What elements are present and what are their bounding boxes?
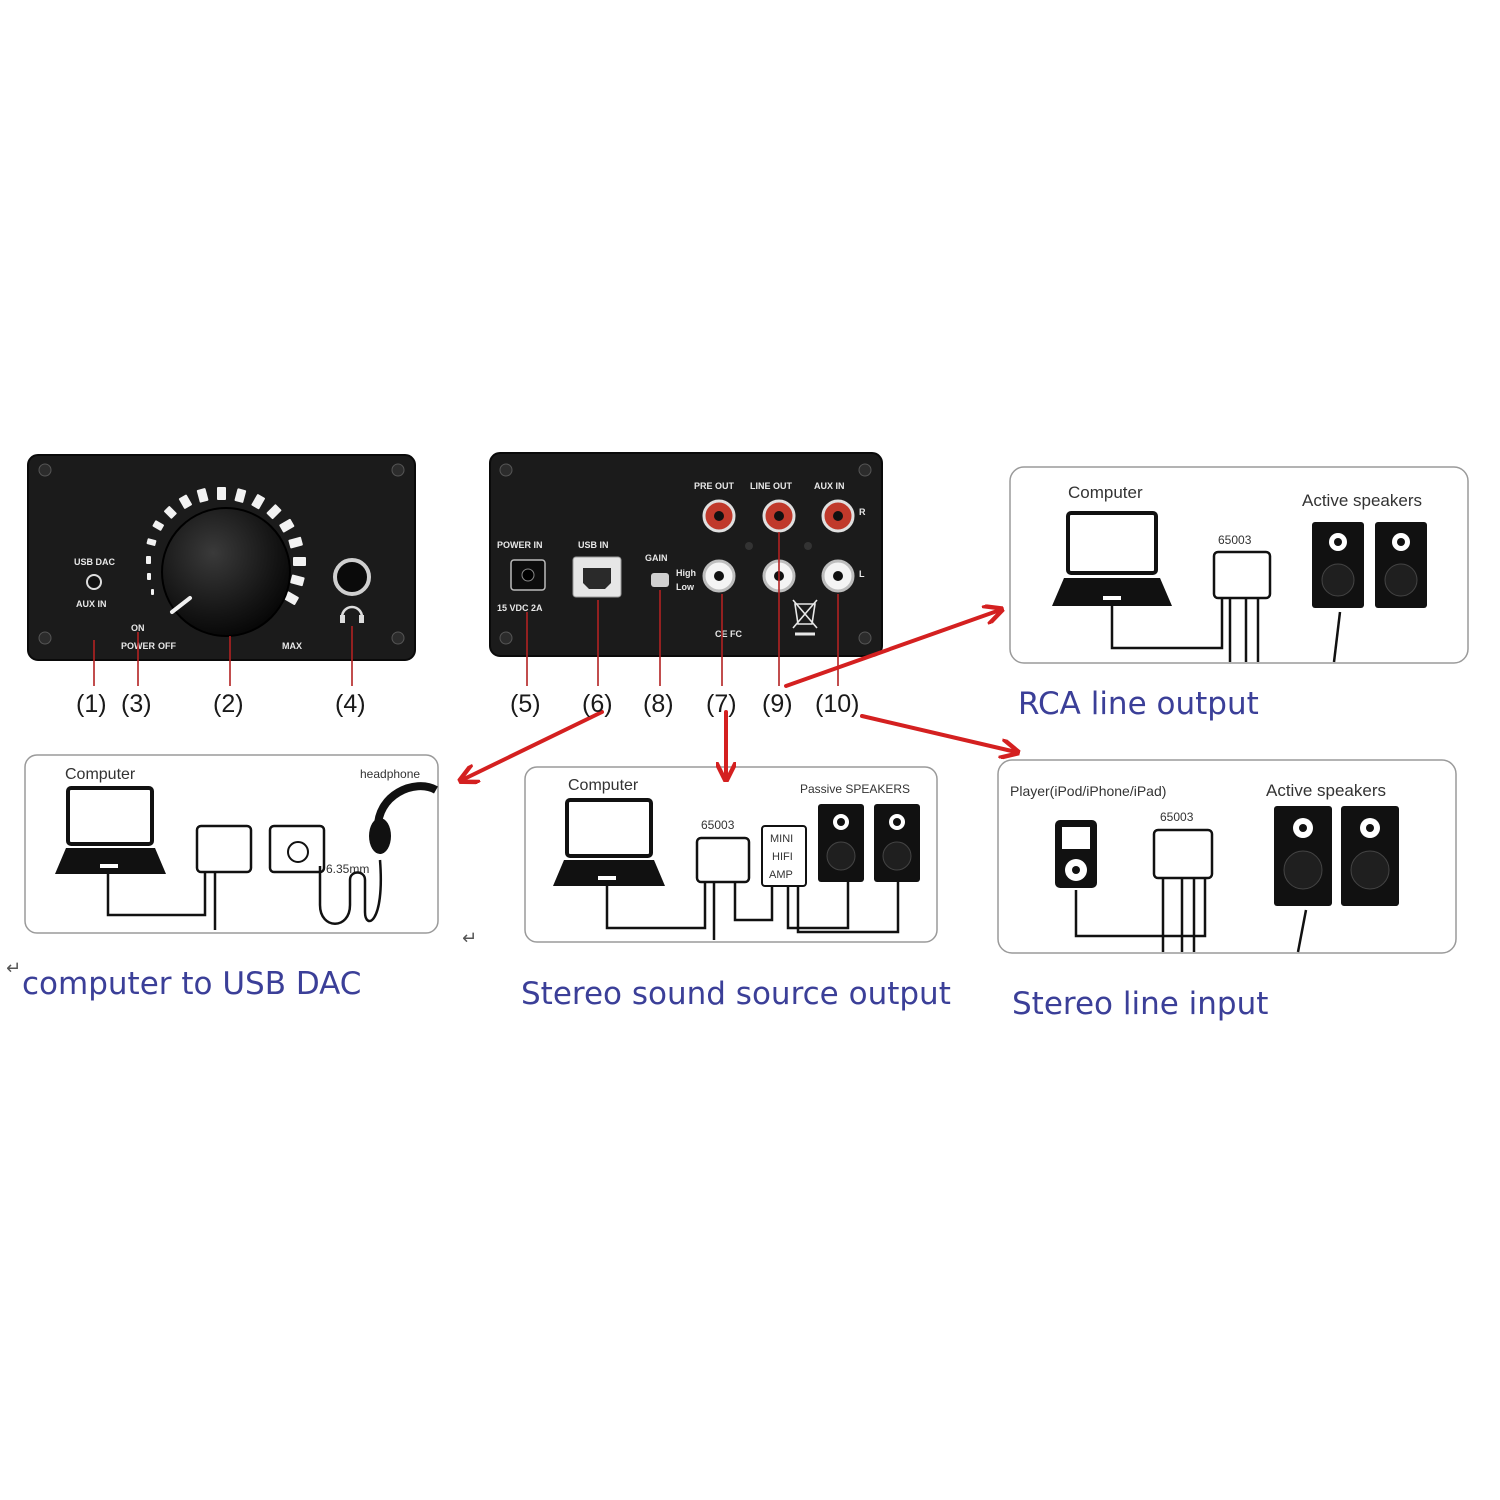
volume-knob (161, 507, 291, 637)
svg-text:MINI: MINI (770, 833, 793, 845)
active-speakers-label: Active speakers (1266, 781, 1386, 800)
callout-2: (2) (213, 690, 244, 718)
right-channel-label: R (859, 507, 866, 517)
rca-jacks-red (702, 499, 855, 533)
left-channel-label: L (859, 569, 865, 579)
power-rating-label: 15 VDC 2A (497, 603, 543, 613)
headphone-icon (369, 782, 438, 854)
speaker-icon (1274, 806, 1332, 906)
callout-1: (1) (76, 690, 107, 718)
usb-in-label: USB IN (578, 540, 609, 550)
stereo-source-cables (605, 882, 900, 940)
max-label: MAX (282, 641, 302, 651)
computer-label: Computer (65, 766, 136, 783)
model-label: 65003 (1160, 810, 1194, 824)
caption-stereo-source: Stereo sound source output (521, 976, 951, 1012)
arrow-to-stereo-line-in (860, 714, 1016, 752)
gain-high-label: High (676, 568, 696, 578)
switch-off-label: OFF (158, 641, 176, 651)
amp-unit-icon (1152, 828, 1214, 880)
front-panel: USB DAC AUX IN ON OFF POWER MAX (27, 454, 416, 661)
callout-4: (4) (335, 690, 366, 718)
front-callout-lines (93, 626, 353, 686)
stereo-line-in-cables (1074, 878, 1308, 953)
callout-7: (7) (706, 690, 737, 718)
callout-6: (6) (582, 690, 613, 718)
laptop-icon (1052, 511, 1172, 606)
amp-unit-icon (695, 836, 751, 884)
player-label: Player(iPod/iPhone/iPad) (1010, 783, 1166, 799)
headphone-jack (333, 558, 371, 596)
volume-led-ring (146, 487, 306, 605)
usb-dac-diagram: Computer headphone 6.35mm (55, 766, 438, 930)
gain-switch (651, 573, 669, 587)
callout-9: (9) (762, 690, 793, 718)
stereo-source-diagram: Computer 65003 Passive SPEAKERS MINI HIF… (553, 777, 920, 940)
model-label: 65003 (701, 818, 735, 832)
usb-dac-cables (106, 859, 383, 930)
aux-in-label: AUX IN (76, 599, 107, 609)
speaker-icon (1375, 522, 1427, 608)
rear-callout-lines (526, 532, 839, 686)
return-mark: ↵ (462, 928, 478, 949)
headphone-label: headphone (360, 767, 420, 781)
rca-line-cables (1110, 598, 1342, 663)
usb-dac-label: USB DAC (74, 557, 116, 567)
pre-out-label: PRE OUT (694, 481, 735, 491)
rear-panel: PRE OUT LINE OUT AUX IN POWER IN USB IN … (489, 452, 883, 657)
headphone-icon (340, 605, 364, 618)
arrow-to-usb-dac (462, 710, 604, 780)
aux-in-rear-label: AUX IN (814, 481, 845, 491)
ipod-icon (1055, 820, 1097, 888)
speaker-icon (1312, 522, 1364, 608)
caption-stereo-line-input: Stereo line input (1012, 986, 1269, 1022)
speaker-icon (1341, 806, 1399, 906)
connection-arrows (462, 610, 1016, 780)
return-mark: ↵ (6, 958, 22, 979)
mini-hifi-amp-icon (761, 825, 807, 887)
rca-jacks-white (702, 559, 855, 593)
line-out-label: LINE OUT (750, 481, 793, 491)
weee-bin-icon (792, 599, 818, 636)
computer-label: Computer (1068, 483, 1143, 502)
caption-rca-line-output: RCA line output (1018, 686, 1259, 722)
passive-speakers-label: Passive SPEAKERS (800, 782, 910, 796)
certification-marks: CE FC (715, 629, 743, 639)
active-speakers-label: Active speakers (1302, 491, 1422, 510)
input-selector-button (86, 574, 102, 590)
arrow-to-rca-line (784, 610, 1000, 688)
laptop-icon (553, 798, 665, 886)
gain-label: GAIN (645, 553, 668, 563)
power-in-label: POWER IN (497, 540, 543, 550)
switch-on-label: ON (131, 623, 145, 633)
model-label: 65003 (1218, 533, 1252, 547)
laptop-icon (55, 786, 166, 874)
svg-text:HIFI: HIFI (772, 851, 793, 863)
speaker-icon (818, 804, 864, 882)
amp-unit-icon (1212, 550, 1272, 600)
gain-low-label: Low (676, 582, 695, 592)
callout-8: (8) (643, 690, 674, 718)
svg-text:AMP: AMP (769, 869, 793, 881)
caption-usb-dac: computer to USB DAC (22, 966, 362, 1002)
callout-5: (5) (510, 690, 541, 718)
callout-3: (3) (121, 690, 152, 718)
callout-10: (10) (815, 690, 860, 718)
amp-unit-icon (195, 824, 253, 874)
speaker-icon (874, 804, 920, 882)
rca-line-diagram: Computer 65003 Active speakers (1052, 483, 1427, 663)
stereo-line-in-diagram: Player(iPod/iPhone/iPad) 65003 Active sp… (1010, 781, 1399, 953)
computer-label: Computer (568, 777, 639, 794)
